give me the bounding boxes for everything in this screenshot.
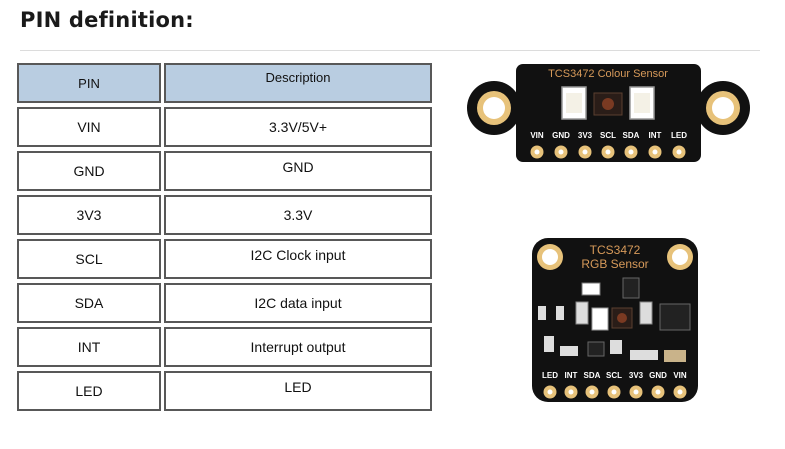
pin-label: SCL (606, 371, 622, 380)
description-cell: GND (164, 151, 432, 191)
header-pin: PIN (17, 63, 161, 103)
board-title-line1: TCS3472 (590, 243, 641, 257)
table-row: SCL I2C Clock input (17, 239, 432, 279)
description-cell: I2C Clock input (164, 239, 432, 279)
page-title: PIN definition: (20, 8, 194, 32)
pin-label: INT (649, 131, 662, 140)
pin-label: GND (649, 371, 667, 380)
table-row: INT Interrupt output (17, 327, 432, 367)
table-row: GND GND (17, 151, 432, 191)
pin-cell: LED (17, 371, 161, 411)
smd-component (581, 282, 601, 296)
colour-sensor-board-image: TCS3472 Colour Sensor VIN GND 3V3 SCL SD… (467, 64, 750, 162)
pin-cell: SCL (17, 239, 161, 279)
pin-cell: INT (17, 327, 161, 367)
table-row: 3V3 3.3V (17, 195, 432, 235)
pin-label: LED (671, 131, 687, 140)
title-divider (20, 50, 760, 51)
led-white (591, 307, 609, 331)
pin-table: PIN Description VIN 3.3V/5V+ GND GND 3V3… (17, 63, 432, 415)
pin-label: SDA (623, 131, 640, 140)
pin-cell: 3V3 (17, 195, 161, 235)
description-cell: LED (164, 371, 432, 411)
pin-label: INT (565, 371, 578, 380)
description-cell: 3.3V (164, 195, 432, 235)
table-header-row: PIN Description (17, 63, 432, 103)
header-description: Description (164, 63, 432, 103)
description-cell: 3.3V/5V+ (164, 107, 432, 147)
pin-label: SDA (584, 371, 601, 380)
table-row: SDA I2C data input (17, 283, 432, 323)
pin-cell: SDA (17, 283, 161, 323)
rgb-sensor-board-image: TCS3472 RGB Sensor LED INT SDA SCL 3V3 G… (532, 238, 698, 402)
pin-cell: GND (17, 151, 161, 191)
pin-label: VIN (673, 371, 687, 380)
regulator-chip (622, 277, 640, 299)
pin-label: LED (542, 371, 558, 380)
board-title-line2: RGB Sensor (581, 257, 648, 271)
pin-cell: VIN (17, 107, 161, 147)
board-title: TCS3472 Colour Sensor (548, 68, 668, 80)
pin-label: 3V3 (629, 371, 644, 380)
table-row: LED LED (17, 371, 432, 411)
description-cell: Interrupt output (164, 327, 432, 367)
pin-label: SCL (600, 131, 616, 140)
pin-label: 3V3 (578, 131, 593, 140)
pin-label: VIN (530, 131, 544, 140)
ic-chip (659, 303, 691, 331)
description-cell: I2C data input (164, 283, 432, 323)
pin-label: GND (552, 131, 570, 140)
table-row: VIN 3.3V/5V+ (17, 107, 432, 147)
